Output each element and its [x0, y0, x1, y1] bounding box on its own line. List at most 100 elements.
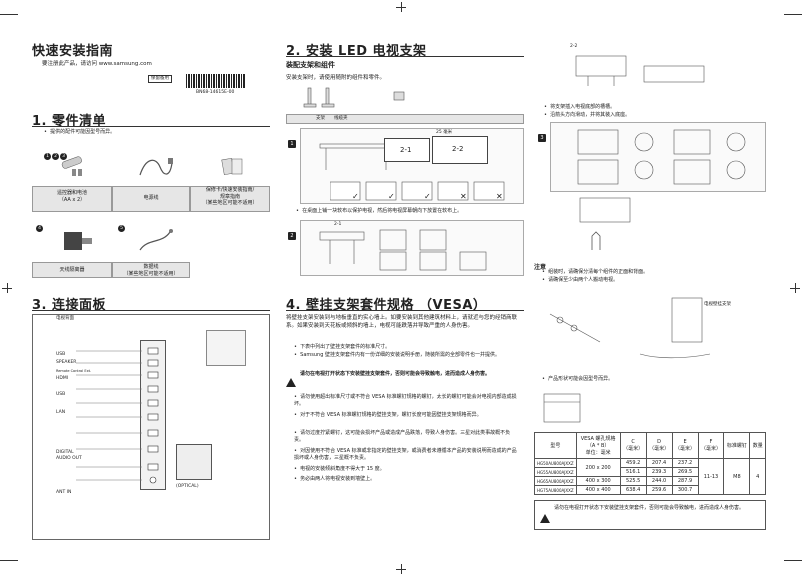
section-1-rule — [32, 126, 270, 127]
registration-mark-right — [790, 283, 800, 293]
box-2-2 — [432, 136, 488, 164]
step-3-drawings — [574, 126, 760, 188]
table-header-e: E （毫米） — [671, 432, 699, 459]
stand-label-box — [286, 114, 524, 124]
table-header-vesa: VESA 螺孔规格 （A * B） 单位：毫米 — [575, 432, 621, 459]
part-label-5 — [112, 262, 190, 278]
part-label-text: 保修卡/快速安装指南/ 规章指南 （某些地区可能不适用） — [202, 187, 258, 206]
section-4-bullet: • 请勿过度拧紧螺钉，这可能会损坏产品或造成产品跌落，导致人身伤害。三星对此类事… — [294, 430, 511, 443]
section-3-rule — [32, 310, 270, 311]
table-header-f: F （毫米） — [697, 432, 725, 459]
part-label-1 — [32, 186, 112, 212]
part-label-4 — [32, 262, 112, 278]
data-cable-icon — [136, 224, 176, 258]
connection-lines — [76, 346, 142, 486]
trim-mark — [0, 560, 18, 561]
port-label: Remote Control Ext. — [56, 369, 92, 373]
table-row: HG50AU800AJXXZ 200 x 200 459.2 207.4 237… — [534, 458, 766, 495]
table-cell-d: 244.0 — [645, 476, 673, 486]
part-label-2 — [112, 186, 190, 212]
cable-clip-icon — [390, 88, 410, 108]
col3-top-bullet: • 沿箭头方向滑动，并将其装入底座。 — [544, 112, 631, 118]
table-cell-vesa: 400 x 400 — [575, 485, 621, 495]
trim-mark — [784, 560, 802, 561]
port-label: SPEAKER — [56, 360, 77, 365]
part-mark: 2 — [52, 153, 59, 160]
table-row: HG75AU800AJXXZ 400 x 400 638.4 259.6 300… — [534, 485, 766, 495]
table-cell-qty: 4 — [749, 458, 766, 495]
barcode — [186, 74, 246, 88]
table-cell-vesa: 400 x 300 — [575, 476, 621, 486]
keep-label: 保留备用 — [148, 75, 172, 83]
table-cell-e: 300.7 — [671, 485, 699, 495]
section-3-title: 3. 连接面板 — [32, 298, 107, 313]
vesa-spec-table: 型号 VESA 螺孔规格 （A * B） 单位：毫米 C （毫米） D （毫米）… — [534, 432, 766, 495]
table-cell-model: HG50AU800AJXXZ — [534, 458, 577, 468]
part-label-text: 电源线 — [143, 195, 159, 201]
step-2-badge: 2 — [288, 222, 296, 241]
trim-mark — [0, 14, 18, 15]
table-header-d: D （毫米） — [645, 432, 673, 459]
step-2-drawings — [310, 228, 520, 272]
table-row: HG65AU800AJXXZ 400 x 300 525.5 244.0 287… — [534, 476, 766, 486]
step-2-small-label: 2-1 — [334, 222, 342, 227]
section-4-bullet: • Samsung 壁挂支架套件内有一份详细的安装说明手册，随装所需的全部零件也… — [294, 352, 500, 358]
registration-mark-left — [2, 283, 12, 293]
step-1-bullet: • 在桌面上铺一块软布以保护电视，然后将电视屏幕朝向下放置在软布上。 — [296, 208, 463, 214]
table-header-screw: 标准螺钉 — [723, 432, 751, 459]
box-2-2-label: 2-2 — [452, 145, 464, 153]
section-2-rule — [286, 56, 524, 57]
step-2-2-illustration — [568, 52, 718, 100]
port-icons — [146, 346, 160, 486]
section-1-title: 1. 零件清单 — [32, 114, 107, 129]
vesa-diagram — [540, 390, 600, 428]
table-cell-model: HG75AU800AJXXZ — [534, 485, 577, 495]
box-2-1 — [384, 138, 430, 162]
optical-port-box — [176, 444, 212, 480]
section-4-bullet: • 对于不符合 VESA 标准螺钉规格的壁挂支架，螺钉长度可能因壁挂支架规格而异… — [294, 412, 482, 418]
note-bullet: • 请确保至少由两个人搬动电视。 — [542, 277, 619, 283]
wall-mount-label: 电视壁挂支架 — [704, 302, 731, 307]
size-25mm: 25 毫米 — [436, 130, 453, 135]
section-4-bullet: • 下表中列出了壁挂支架套件的标准尺寸。 — [294, 344, 391, 350]
port-label: LAN — [56, 410, 66, 415]
table-header-model: 型号 — [534, 432, 577, 459]
section-4-bullet: • 对因使用不符合 VESA 标准或非指定的壁挂支架，或消费者未遵循本产品的安装… — [294, 448, 517, 461]
svg-text:✓: ✓ — [352, 192, 359, 201]
part-label-3 — [190, 186, 270, 212]
step-3-extra-drawing — [576, 194, 646, 230]
table-header-qty: 数量 — [749, 432, 766, 459]
step-1-badge: 1 — [288, 130, 296, 149]
shape-bullet: • 产品形状可能会因型号而异。 — [542, 376, 614, 382]
stand-icon — [300, 86, 340, 112]
remote-icon — [56, 155, 92, 179]
svg-text:✓: ✓ — [388, 192, 395, 201]
part-mark: 3 — [60, 153, 67, 160]
table-cell-d: 207.4 — [645, 458, 673, 468]
panel-label: 电视背面 — [56, 316, 74, 321]
table-cell-model: HG55AU800AJXXZ — [534, 467, 577, 477]
table-cell-d: 239.3 — [645, 467, 673, 477]
table-cell-f: 11-13 — [697, 458, 725, 495]
barcode-number: BN68-14615E-00 — [196, 90, 235, 95]
registration-mark-top — [396, 2, 406, 12]
table-cell-e: 237.2 — [671, 458, 699, 468]
registration-mark-bottom — [396, 564, 406, 574]
table-cell-c: 525.5 — [619, 476, 647, 486]
port-label: ANT IN — [56, 490, 72, 495]
step-2-illustration — [300, 220, 524, 276]
part-label-text: 数据线 （某些地区可能不适用） — [123, 264, 179, 277]
table-cell-screw: M8 — [723, 458, 751, 495]
section-1-bullet: • 提供的配件可能因型号而异。 — [44, 129, 116, 135]
documents-icon — [218, 155, 248, 179]
bottom-warning-icon — [540, 508, 550, 527]
part-label-text: 天线隔离器 — [59, 267, 85, 273]
step-3-illustration — [550, 122, 766, 192]
port-label: HDMI — [56, 376, 69, 381]
section-4-warning: 请勿在电视打开状态下安装壁挂支架套件，否则可能会导致触电，进而造成人身伤害。 — [300, 371, 491, 377]
bottom-warning-text: 请勿在电视打开状态下安装壁挂支架套件，否则可能会导致触电，进而造成人身伤害。 — [554, 505, 745, 511]
part-label-text: 遥控器和电池 （AA x 2） — [56, 190, 87, 203]
bottom-warning-box — [534, 500, 766, 530]
col3-top-bullet: • 将支架插入电视底部的槽槽。 — [544, 104, 616, 110]
